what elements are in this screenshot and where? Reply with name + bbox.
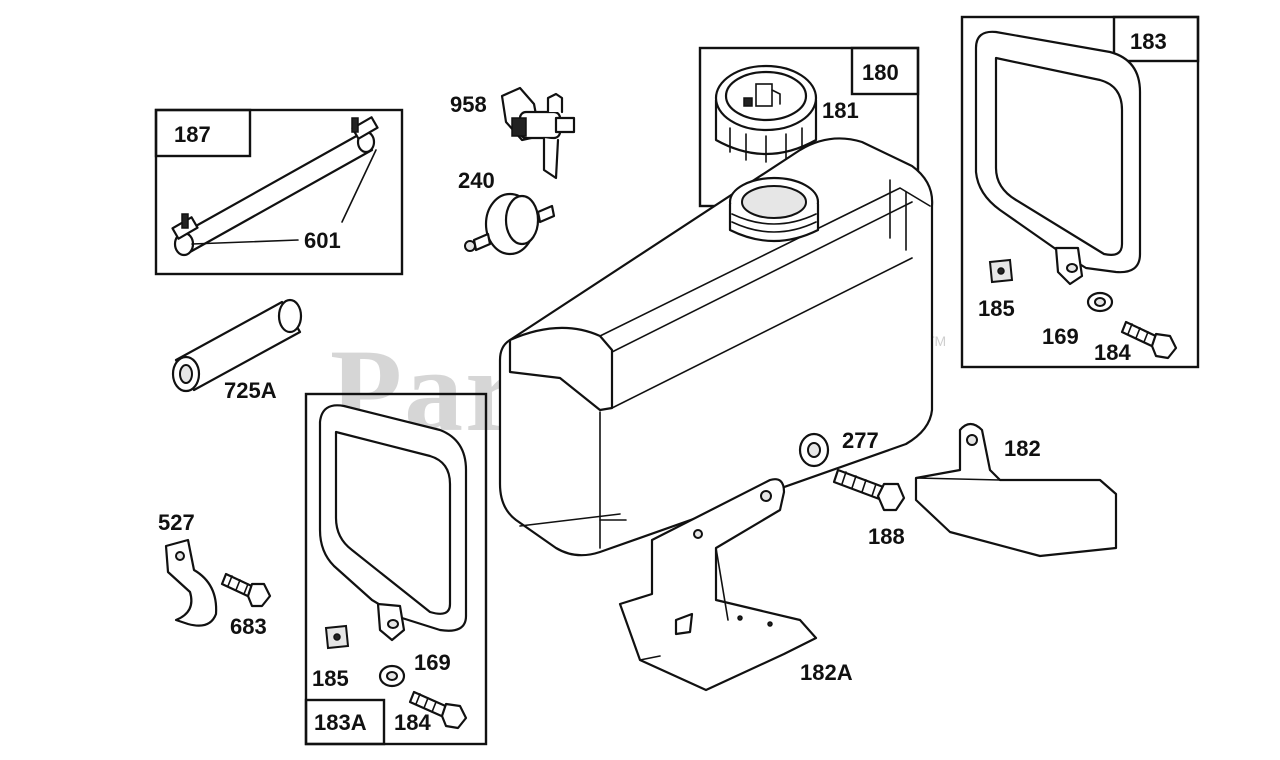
fuel-line-hose[interactable] (171, 116, 379, 257)
kit-183a-group[interactable]: 183A 185 169 184 (304, 392, 488, 746)
lower-tank-strap[interactable] (318, 404, 468, 642)
kit-180-label: 180 (862, 60, 899, 85)
part-188-label: 188 (868, 524, 905, 549)
part-601-label: 601 (304, 228, 341, 253)
part-182-label: 182 (1004, 436, 1041, 461)
part-184-bottom-label: 184 (394, 710, 431, 735)
part-185-bottom-nut[interactable] (324, 624, 350, 650)
kit-183-label: 183 (1130, 29, 1167, 54)
part-683-bolt[interactable] (220, 572, 272, 608)
part-181-fuel-cap[interactable] (714, 64, 818, 163)
part-182a-label: 182A (800, 660, 853, 685)
part-169-bottom-washer[interactable] (378, 664, 406, 688)
kit-187-frame (154, 108, 404, 276)
kit-183a-frame (304, 392, 488, 746)
kit-187-tag (154, 108, 252, 158)
top-tank-strap[interactable] (974, 30, 1142, 286)
part-277-washer[interactable] (798, 432, 830, 468)
part-169-top-label: 169 (1042, 324, 1079, 349)
part-277-label: 277 (842, 428, 879, 453)
part-240-fuel-filter[interactable]: 240 (458, 168, 556, 256)
part-184-bottom-bolt[interactable] (408, 690, 468, 730)
kit-180-tag (850, 46, 920, 96)
part-527-clip[interactable] (164, 538, 218, 627)
part-683-label: 683 (230, 614, 267, 639)
part-182-bracket[interactable] (914, 422, 1118, 558)
kit-183a-tag (304, 698, 386, 746)
leader-601-b (341, 149, 377, 223)
part-184-top-bolt[interactable] (1120, 320, 1178, 360)
kit-187-label: 187 (174, 122, 211, 147)
leader-601-a (191, 239, 299, 245)
kit-187-group[interactable]: 187 601 (154, 108, 404, 276)
part-958-shutoff-valve[interactable]: 958 (450, 86, 576, 180)
kit-183-tag (1112, 15, 1200, 63)
part-240-label: 240 (458, 168, 495, 193)
part-185-top-label: 185 (978, 296, 1015, 321)
part-184-top-label: 184 (1094, 340, 1131, 365)
part-169-top-washer[interactable] (1086, 291, 1114, 313)
part-725a-hose[interactable]: 725A (171, 298, 303, 403)
part-185-bottom-label: 185 (312, 666, 349, 691)
part-188-bolt[interactable] (832, 468, 906, 512)
part-169-bottom-label: 169 (414, 650, 451, 675)
kit-183-group[interactable]: 183 185 169 184 (960, 15, 1200, 369)
kit-183-frame (960, 15, 1200, 369)
part-185-top-nut[interactable] (988, 258, 1014, 284)
part-527-label: 527 (158, 510, 195, 535)
part-725a-label: 725A (224, 378, 277, 403)
part-182a-bracket[interactable] (618, 478, 818, 692)
part-958-label: 958 (450, 92, 487, 117)
kit-183a-label: 183A (314, 710, 367, 735)
fuel-pump-icon (743, 83, 781, 107)
part-181-label: 181 (822, 98, 859, 123)
kit-180-group[interactable]: 180 181 (698, 46, 920, 208)
